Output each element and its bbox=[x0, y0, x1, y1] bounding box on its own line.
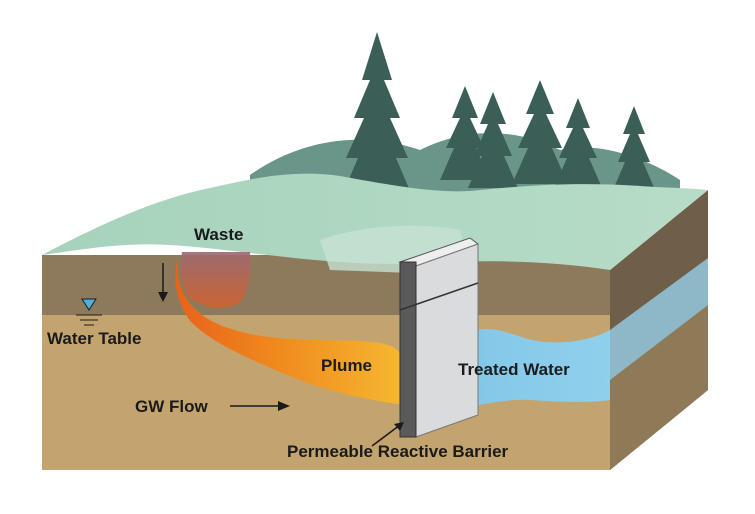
tree bbox=[612, 106, 656, 192]
plume-label: Plume bbox=[321, 356, 373, 375]
arrows bbox=[158, 263, 404, 447]
tree bbox=[468, 92, 518, 188]
tree bbox=[512, 80, 568, 184]
tree-group bbox=[340, 32, 656, 200]
tree bbox=[440, 86, 490, 180]
tree bbox=[553, 98, 603, 190]
barrier-pointer-arrow bbox=[371, 424, 401, 447]
treated-water-label: Treated Water bbox=[458, 360, 570, 379]
barrier-label: Permeable Reactive Barrier bbox=[287, 442, 509, 461]
upper-soil-layer bbox=[42, 255, 610, 315]
tree bbox=[340, 32, 414, 200]
waste-source bbox=[180, 252, 251, 308]
ground-surface bbox=[42, 173, 708, 270]
contaminant-plume bbox=[175, 258, 404, 405]
water-table-label: Water Table bbox=[47, 329, 142, 348]
water-table-marker bbox=[76, 298, 102, 326]
gw-flow-label: GW Flow bbox=[135, 397, 208, 416]
right-side-water-strip bbox=[610, 258, 708, 380]
permeable-reactive-barrier bbox=[398, 237, 480, 438]
waste-label: Waste bbox=[194, 225, 244, 244]
barrier-face bbox=[415, 243, 479, 438]
barrier-joint bbox=[399, 282, 479, 311]
barrier-edge bbox=[399, 261, 417, 438]
water-table-triangle bbox=[81, 298, 97, 311]
